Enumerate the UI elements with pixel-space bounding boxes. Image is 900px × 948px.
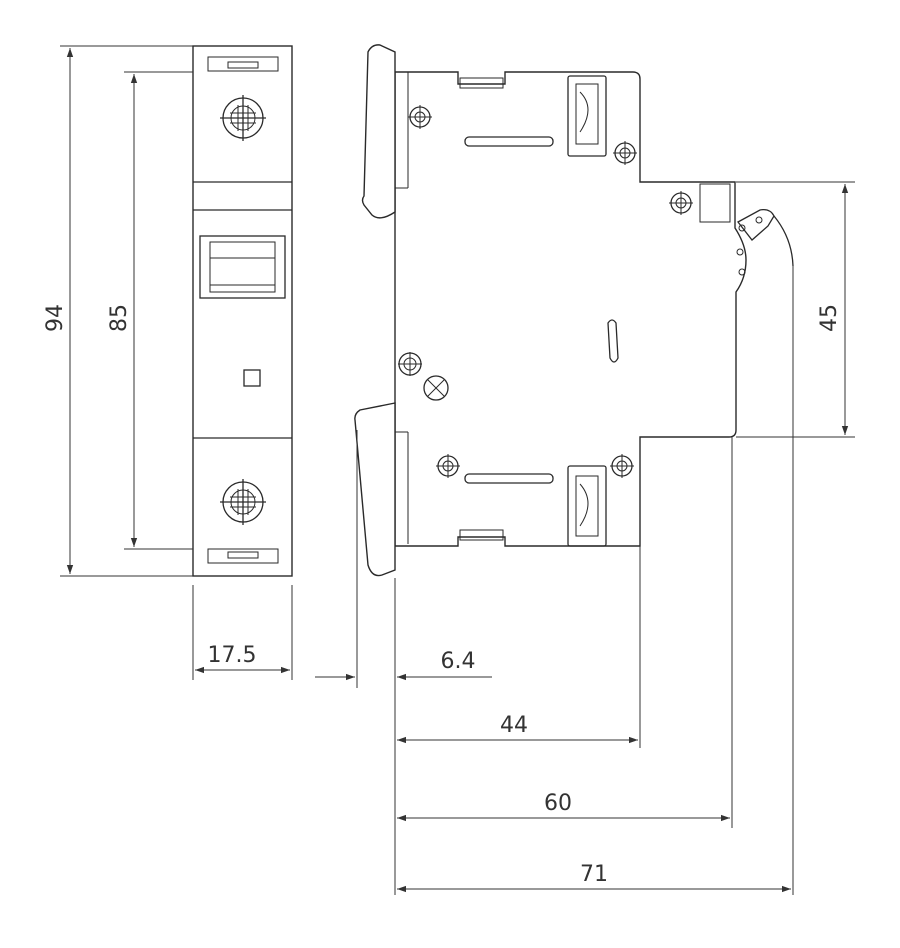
dim-label-overall-height: 94 xyxy=(43,304,68,332)
dimension-lines xyxy=(60,45,855,895)
side-view xyxy=(354,44,794,577)
dim-label-front-depth: 44 xyxy=(500,713,528,738)
dim-label-lever-projection: 6.4 xyxy=(441,649,476,674)
side-screw-icon xyxy=(398,105,693,478)
indicator-square xyxy=(243,369,261,387)
dim-label-shoulder-depth: 60 xyxy=(544,791,572,816)
top-terminal-screw-icon xyxy=(220,95,266,141)
bottom-terminal-screw-icon xyxy=(220,479,266,525)
dim-label-screw-spacing: 85 xyxy=(107,304,132,332)
front-view xyxy=(192,45,293,577)
dim-label-rail-height: 45 xyxy=(817,304,842,332)
rivet-icon xyxy=(423,375,449,401)
dim-label-total-depth: 71 xyxy=(580,862,608,887)
dim-label-module-width: 17.5 xyxy=(208,643,257,668)
